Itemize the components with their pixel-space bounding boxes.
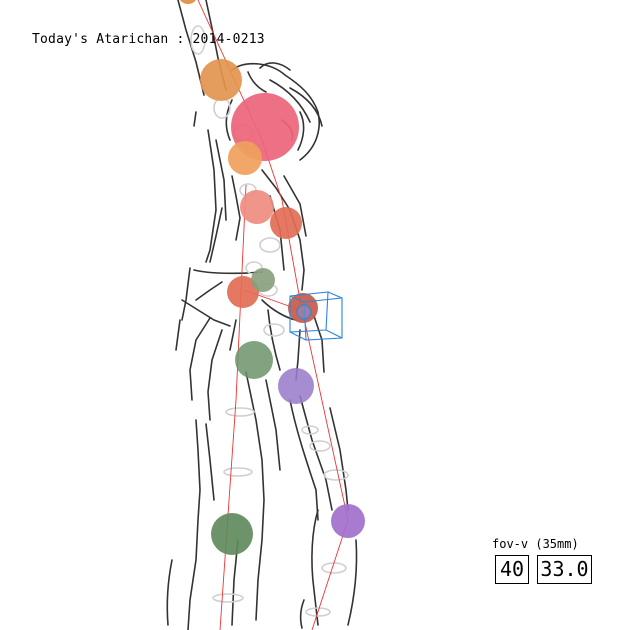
fov-label: fov-v (35mm) xyxy=(492,537,579,551)
sketch-lines xyxy=(166,0,358,630)
joint-spine[interactable] xyxy=(270,207,302,239)
joint-hip-left[interactable] xyxy=(227,276,259,308)
joint-ankle-left[interactable] xyxy=(211,513,253,555)
joint-hip-center[interactable] xyxy=(251,268,275,292)
joint-chest[interactable] xyxy=(240,190,274,224)
fov-mm-field[interactable]: 33.0 xyxy=(537,555,592,584)
joint-elbow[interactable] xyxy=(200,59,242,101)
joint-knee-left[interactable] xyxy=(235,341,273,379)
page-title: Today's Atarichan : 2014-0213 xyxy=(32,32,265,47)
joint-wrist[interactable] xyxy=(178,0,198,4)
fov-degrees-field[interactable]: 40 xyxy=(495,555,529,584)
transform-gizmo[interactable] xyxy=(289,291,343,341)
joint-ankle-right[interactable] xyxy=(331,504,365,538)
joint-markers xyxy=(178,0,365,555)
joint-shoulder[interactable] xyxy=(228,141,262,175)
joint-knee-right[interactable] xyxy=(278,368,314,404)
